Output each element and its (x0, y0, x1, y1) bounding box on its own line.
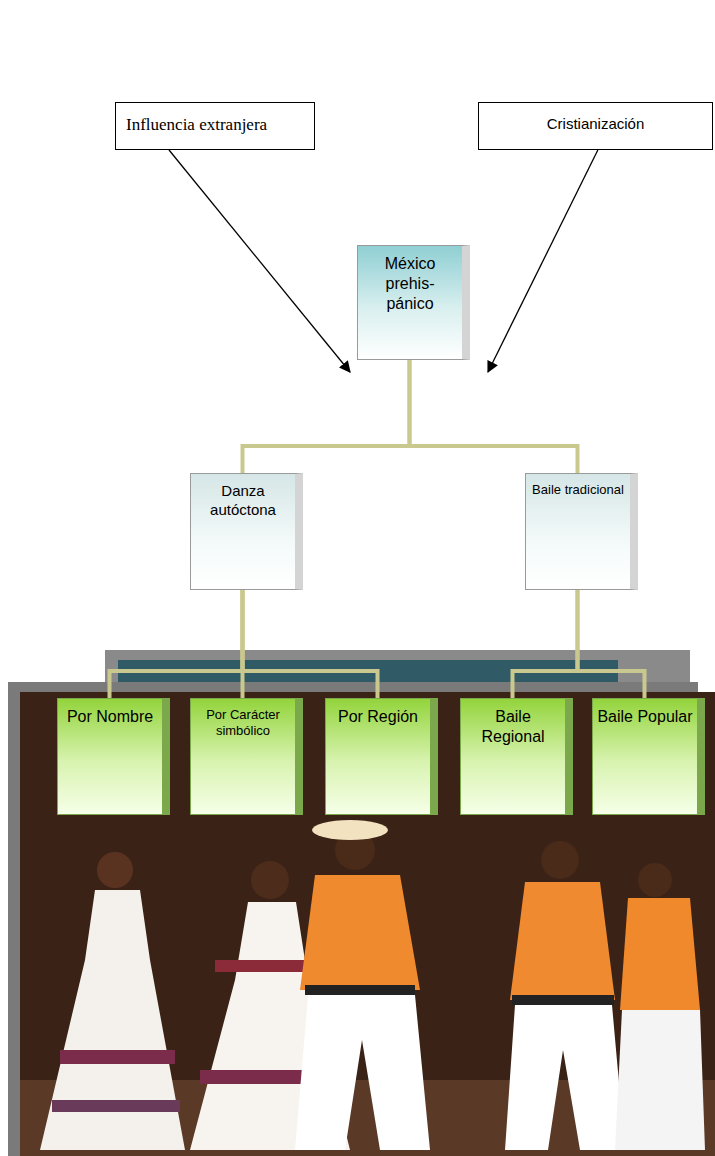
subcategory-block: Por Nombre (57, 698, 170, 815)
tree-connector (513, 590, 578, 698)
influence-box: Cristianización (478, 102, 713, 150)
shirt (620, 898, 700, 1010)
belt (305, 985, 415, 995)
node-label: Baile tradicional (530, 482, 626, 498)
tree-connector (578, 590, 645, 698)
dancer-man (505, 841, 625, 1150)
dress (40, 890, 185, 1150)
subcategory-block: Baile Regional (460, 698, 573, 815)
node-label: Cristianización (489, 115, 702, 132)
tree-connector (243, 360, 410, 473)
node-label: Baile Popular (597, 707, 693, 727)
category-block: Danza autóctona (190, 473, 303, 590)
head (251, 861, 289, 899)
trousers (615, 1010, 705, 1150)
dress-trim (215, 960, 310, 972)
category-block: Baile tradicional (525, 473, 638, 590)
trousers (505, 1005, 625, 1150)
node-label: México prehis- pánico (362, 254, 458, 314)
head (97, 852, 133, 888)
tree-connector (243, 590, 378, 698)
influence-box: Influencia extranjera (115, 102, 315, 150)
dress-trim (52, 1100, 180, 1112)
arrow-line (488, 150, 598, 372)
subcategory-block: Por Carácter simbólico (190, 698, 303, 815)
belt (512, 995, 614, 1005)
node-label: Danza autóctona (195, 482, 291, 520)
shirt (300, 875, 420, 990)
dancer-man (295, 820, 430, 1150)
dancer-woman (40, 852, 185, 1150)
node-label: Por Carácter simbólico (195, 707, 291, 740)
subcategory-block: Baile Popular (592, 698, 705, 815)
stage-backdrop (20, 692, 715, 1156)
dress-trim (60, 1050, 175, 1064)
tree-connector (410, 360, 578, 473)
head (638, 863, 672, 897)
arrow-line (169, 150, 350, 372)
dancer-man (615, 863, 705, 1150)
node-label: Baile Regional (465, 707, 561, 747)
node-label: Influencia extranjera (126, 115, 304, 135)
node-label: Por Región (330, 707, 426, 727)
trousers (295, 995, 430, 1150)
shirt (510, 882, 615, 1000)
node-label: Por Nombre (62, 707, 158, 727)
head (541, 841, 579, 879)
hat (312, 820, 388, 840)
subcategory-block: Por Región (325, 698, 438, 815)
root-block: México prehis- pánico (357, 245, 470, 360)
tree-connector (110, 590, 243, 698)
